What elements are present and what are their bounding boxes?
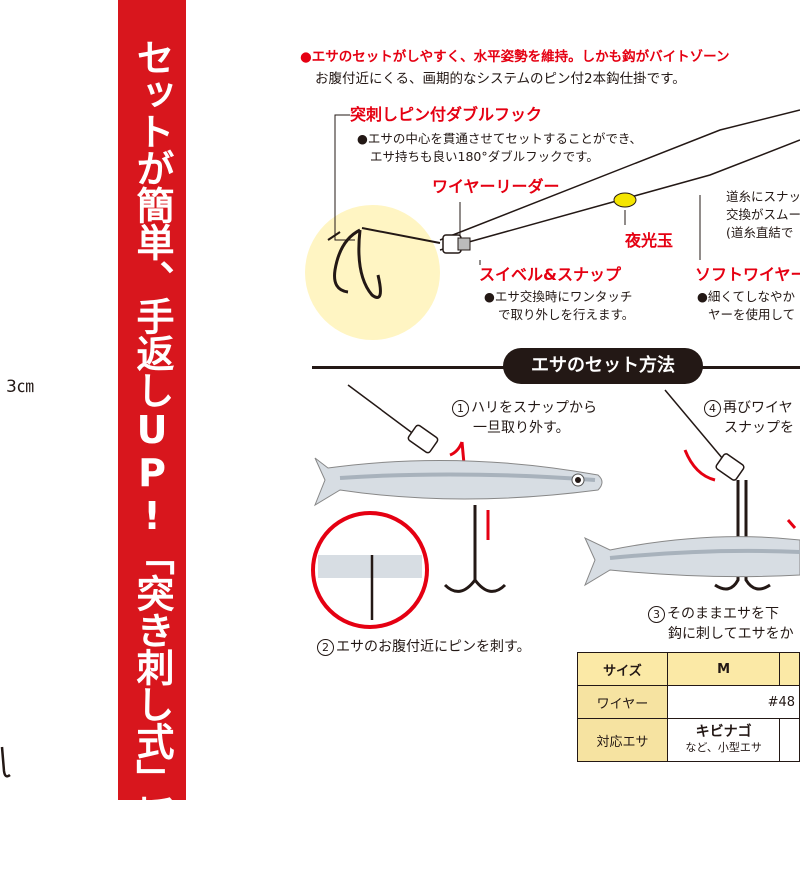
step-1-line-1: ハリをスナップから <box>471 400 597 416</box>
hook-glow <box>305 205 440 340</box>
table-value-bait: キビナゴ など、小型エサ <box>666 718 781 762</box>
section-title: エサのセット方法 <box>503 348 703 384</box>
rig-diagram <box>327 109 800 299</box>
glow-bead-title: 夜光玉 <box>625 231 674 250</box>
step-3-line-2: 鈎に刺してエサをか <box>668 626 794 642</box>
line-note-1: 道糸にスナッ <box>726 189 800 204</box>
step-2-number: 2 <box>317 639 334 656</box>
soft-wire-desc-1: ●細くてしなやか <box>697 289 796 304</box>
table-header-extra <box>779 652 800 686</box>
step-illustrations <box>311 384 800 629</box>
table-row: ワイヤー #48 <box>577 685 800 719</box>
step-4-line-2: スナップを <box>724 420 794 436</box>
line-note-3: (道糸直結で <box>726 225 794 240</box>
table-header-size: サイズ <box>577 652 668 686</box>
double-hook-desc-2: エサ持ちも良い180°ダブルフックです。 <box>370 149 599 164</box>
step-4-number: 4 <box>704 400 721 417</box>
intro-line-2: お腹付近にくる、画期的なシステムのピン付2本鈎仕掛です。 <box>315 71 686 87</box>
double-hook-title: 突刺しピン付ダブルフック <box>350 105 543 124</box>
table-value-extra <box>779 718 800 762</box>
wire-leader-title: ワイヤーリーダー <box>432 177 560 196</box>
table-row: 対応エサ キビナゴ など、小型エサ <box>577 718 800 762</box>
hook-icon <box>0 746 11 778</box>
double-hook-desc-1: ●エサの中心を貫通させてセットすることができ、 <box>357 131 643 146</box>
table-header-m: M <box>666 652 781 686</box>
soft-wire-desc-2: ヤーを使用して <box>708 307 796 322</box>
table-label-wire: ワイヤー <box>577 685 668 719</box>
swivel-desc-1: ●エサ交換時にワンタッチ <box>484 289 633 304</box>
bait-note: など、小型エサ <box>685 741 762 754</box>
table-label-bait: 対応エサ <box>577 718 668 762</box>
step-2-line: エサのお腹付近にピンを刺す。 <box>336 639 531 655</box>
step-1-number: 1 <box>452 400 469 417</box>
table-row: サイズ M <box>577 652 800 686</box>
side-banner <box>118 0 186 800</box>
swivel-desc-2: で取り外しを行えます。 <box>498 307 635 322</box>
size-label: 3㎝ <box>6 377 34 397</box>
banner-text: セットが簡単、手返しUP!「突き刺し式」採用 <box>130 38 174 870</box>
soft-wire-title: ソフトワイヤー <box>695 265 800 284</box>
intro-line-1: ●エサのセットがしやすく、水平姿勢を維持。しかも鈎がバイトゾーン <box>300 48 729 66</box>
swivel-title: スイベル&スナップ <box>479 265 621 284</box>
intro-bullet: ●エサのセットがしやすく、水平姿勢を維持。しかも鈎がバイトゾーン <box>300 49 730 65</box>
step-3-number: 3 <box>648 606 665 623</box>
step-1-line-2: 一旦取り外す。 <box>473 420 570 436</box>
spec-table: サイズ M ワイヤー #48 対応エサ キビナゴ など、小型エサ <box>577 652 800 762</box>
line-note-2: 交換がスムー <box>726 207 800 222</box>
step-4-line-1: 再びワイヤ <box>723 400 793 416</box>
bait-name: キビナゴ <box>695 724 752 740</box>
step-3-line-1: そのままエサを下 <box>667 606 779 622</box>
table-value-wire: #48 <box>666 685 800 719</box>
